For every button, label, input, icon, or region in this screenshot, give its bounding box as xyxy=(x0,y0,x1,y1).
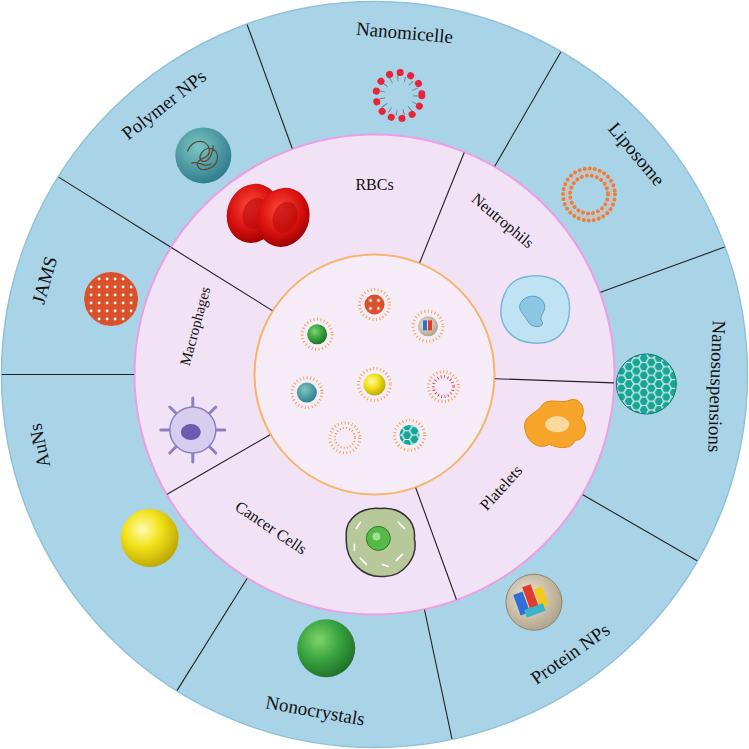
sector-text: RBCs xyxy=(355,176,393,193)
sector-label: RBCs xyxy=(353,175,395,195)
